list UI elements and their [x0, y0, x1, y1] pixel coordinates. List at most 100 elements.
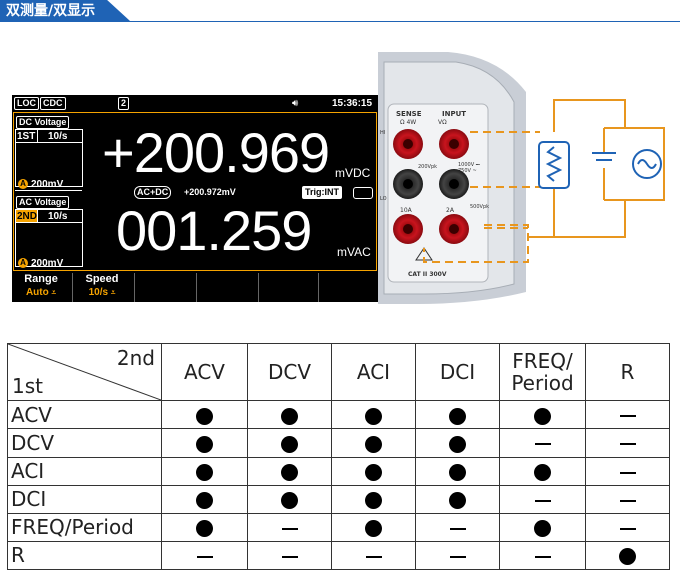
row-header: DCI [7, 484, 162, 514]
row-header: R [7, 540, 162, 571]
filled-dot-icon [365, 464, 382, 482]
softkey-3[interactable] [134, 273, 193, 302]
unsupported-cell [331, 540, 416, 571]
secondary-info-box [15, 209, 83, 267]
secondary-unit: mVAC [337, 245, 371, 259]
table-row: DCI [7, 484, 670, 514]
unsupported-cell [161, 540, 248, 571]
primary-display-label: 1ST [17, 131, 36, 142]
supported-cell [499, 400, 586, 430]
supported-cell [161, 428, 248, 458]
softkey-range[interactable]: Range Auto ⩡ [12, 273, 70, 302]
unsupported-cell [585, 512, 670, 542]
table-corner-cell: 2nd 1st [7, 342, 162, 402]
supported-cell [331, 400, 416, 430]
supported-cell [161, 484, 248, 514]
softkey-5[interactable] [258, 273, 317, 302]
acdc-value: +200.972mV [184, 187, 236, 197]
dash-icon [619, 415, 636, 418]
supported-cell [585, 540, 670, 571]
dash-icon [619, 471, 636, 474]
first-axis-label: 1st [12, 374, 43, 399]
primary-unit: mVDC [335, 166, 371, 180]
column-header: FREQ/Period [499, 342, 586, 402]
secondary-reading: 001.259 [116, 199, 312, 262]
header-divider [120, 21, 680, 22]
dash-icon [281, 527, 298, 530]
unsupported-cell [415, 540, 500, 571]
unsupported-cell [585, 428, 670, 458]
unsupported-cell [499, 484, 586, 514]
supported-cell [415, 456, 500, 486]
v500-label: 500Vpk [470, 204, 489, 210]
table-row: FREQ/Period [7, 512, 670, 542]
unsupported-cell [499, 428, 586, 458]
filled-dot-icon [281, 435, 298, 453]
unsupported-cell [415, 512, 500, 542]
softkey-6[interactable] [318, 273, 377, 302]
row-header: FREQ/Period [7, 512, 162, 542]
hi-label: HI [380, 130, 385, 136]
auto-range-icon: A [18, 179, 28, 189]
v1000-label: 1000V ⎓ [458, 162, 480, 168]
auto-range-icon-2: A [18, 258, 28, 268]
resistor-icon [538, 141, 570, 189]
filled-dot-icon [365, 435, 382, 453]
clock: 15:36:15 [332, 98, 373, 109]
filled-dot-icon [281, 407, 298, 425]
acdc-indicator: AC+DC [134, 186, 172, 199]
dc-source-icon [592, 152, 616, 161]
dash-icon [281, 555, 298, 558]
filled-dot-icon [196, 464, 213, 482]
wiring-diagram [423, 99, 665, 263]
section-header: 双测量/双显示 [0, 0, 680, 24]
filled-dot-icon [619, 548, 636, 566]
supported-cell [161, 456, 248, 486]
supported-cell [161, 512, 248, 542]
softkey-4[interactable] [196, 273, 255, 302]
softkey-speed-value: 10/s ⩡ [88, 287, 116, 298]
supported-cell [247, 484, 332, 514]
table-row: R [7, 540, 670, 571]
display-frame [13, 112, 377, 271]
filled-dot-icon [196, 492, 213, 510]
dash-icon [534, 499, 551, 502]
dash-icon [534, 555, 551, 558]
secondary-function: AC Voltage [16, 196, 70, 209]
unsupported-cell [247, 540, 332, 571]
primary-reading: +200.969 [102, 121, 330, 184]
table-row: DCV [7, 428, 670, 458]
supported-cell [247, 428, 332, 458]
cat-rating-label: CAT II 300V [408, 271, 447, 278]
supported-cell [247, 456, 332, 486]
a2-label: 2A [446, 207, 455, 214]
filled-dot-icon [281, 492, 298, 510]
a10-label: 10A [400, 207, 413, 214]
filled-dot-icon [449, 492, 466, 510]
primary-info-box [15, 129, 83, 187]
dash-icon [534, 443, 551, 446]
dash-icon [619, 443, 636, 446]
section-title: 双测量/双显示 [0, 0, 131, 22]
filled-dot-icon [449, 464, 466, 482]
second-axis-label: 2nd [116, 346, 155, 371]
softkey-speed-title: Speed [85, 273, 119, 285]
softkey-range-value: Auto ⩡ [25, 287, 57, 298]
filled-dot-icon [196, 407, 213, 425]
filled-dot-icon [281, 464, 298, 482]
dual-measurement-table: 2nd 1st ACV DCV ACI DCI FREQ/Period R AC… [7, 342, 670, 571]
column-header: R [585, 342, 670, 402]
primary-rate: 10/s [48, 131, 68, 142]
column-header: ACI [331, 342, 416, 402]
softkey-speed[interactable]: Speed 10/s ⩡ [72, 273, 131, 302]
supported-cell [499, 456, 586, 486]
row-header: ACI [7, 456, 162, 486]
unsupported-cell [585, 400, 670, 430]
filled-dot-icon [449, 407, 466, 425]
secondary-range: 200mV [31, 258, 64, 269]
filled-dot-icon [365, 407, 382, 425]
dash-icon [619, 527, 636, 530]
primary-function: DC Voltage [16, 116, 70, 129]
unsupported-cell [499, 540, 586, 571]
page-indicator: 2 [118, 97, 130, 110]
